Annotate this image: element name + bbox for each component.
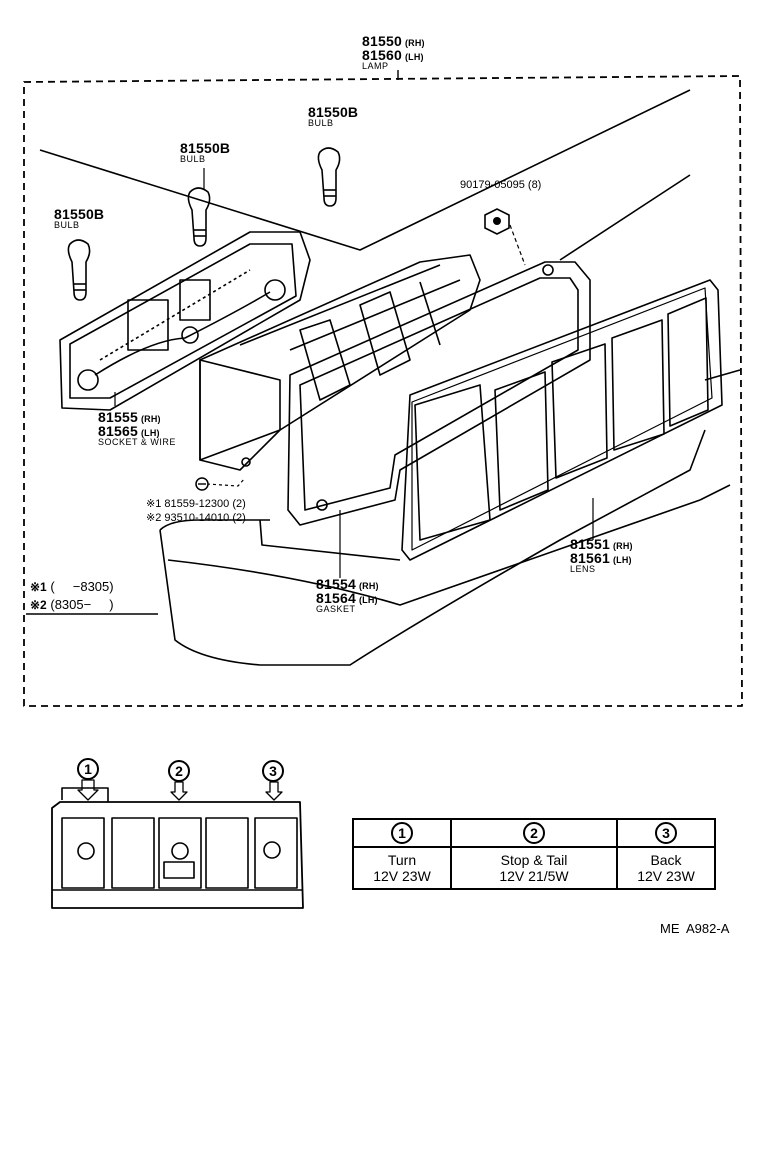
lens-label: 81551(RH) 81561(LH) LENS (570, 536, 633, 574)
gasket (287, 261, 591, 526)
nut-label: 90179-05095 (8) (460, 179, 542, 191)
applicability-notes: ※1 ( −8305) ※2 (8305− ) (30, 579, 114, 612)
assembly-boundary (23, 75, 743, 707)
lens (401, 279, 723, 561)
bulb-label-middle: 81550B BULB (180, 140, 231, 164)
table-header-cell: 2 (450, 818, 618, 848)
gasket-label: 81554(RH) 81564(LH) GASKET (316, 576, 379, 614)
nut-icon (484, 208, 510, 235)
bulb-label-left: 81550B BULB (54, 206, 105, 230)
bulb-left (67, 239, 91, 301)
socket-label: 81555(RH) 81565(LH) SOCKET & WIRE (98, 409, 176, 447)
position-marker-3: 3 (262, 760, 284, 782)
drawing-code: ME A982-A (660, 921, 730, 936)
screw-icon (195, 477, 209, 491)
position-marker-1: 1 (77, 758, 99, 780)
lamp-label: 81550(RH) 81560(LH) LAMP (362, 33, 425, 71)
socket-wire-plate (59, 231, 311, 411)
vehicle-body-outline (39, 89, 691, 251)
position-diagram (51, 779, 304, 909)
bulb-middle (187, 187, 211, 247)
bulb-label-right: 81550B BULB (308, 104, 359, 128)
table-header-cell: 3 (616, 818, 716, 848)
table-header-cell: 1 (352, 818, 452, 848)
table-header-row: 1 2 3 (352, 818, 716, 848)
screw-label: ※1 81559-12300 (2) ※2 93510-14010 (2) (146, 498, 246, 524)
position-marker-2: 2 (168, 760, 190, 782)
lamp-housing (199, 254, 481, 471)
bulb-right (317, 147, 341, 207)
